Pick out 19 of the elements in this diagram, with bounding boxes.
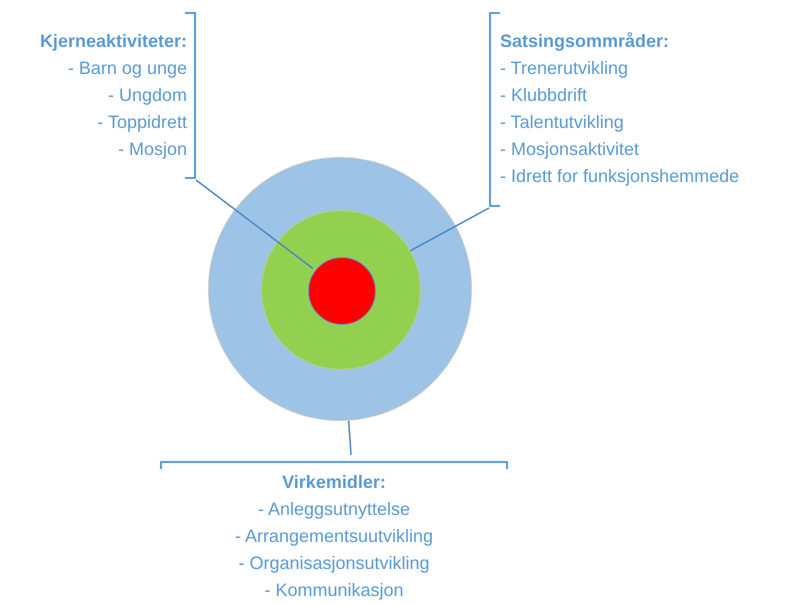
list-item: - Ungdom — [106, 84, 187, 107]
list-item: - Trenerutvikling — [500, 57, 630, 80]
list-item: - Anleggsutnyttelse — [256, 498, 412, 521]
leader-line — [348, 420, 352, 456]
heading: Satsingsommråder: — [500, 30, 670, 53]
list-item: - Organisasjonsutvikling — [237, 552, 431, 575]
list-item: - Barn og unge — [66, 57, 187, 80]
list-item: - Idrett for funksjonshemmede — [500, 165, 740, 188]
list-item: - Talentutvikling — [500, 111, 625, 134]
list-item: - Klubbdrift — [500, 84, 588, 107]
leader-line — [410, 207, 490, 252]
leader-line — [196, 179, 314, 270]
list-item: - Kommunikasjon — [263, 579, 405, 602]
list-item: - Toppidrett — [96, 111, 187, 134]
list-item: - Mosjonsaktivitet — [500, 138, 640, 161]
heading: Kjerneaktiviteter: — [38, 30, 187, 53]
list-item: - Mosjon — [116, 138, 187, 161]
heading: Virkemidler: — [281, 471, 387, 494]
list-item: - Arrangementsuutvikling — [234, 525, 434, 548]
